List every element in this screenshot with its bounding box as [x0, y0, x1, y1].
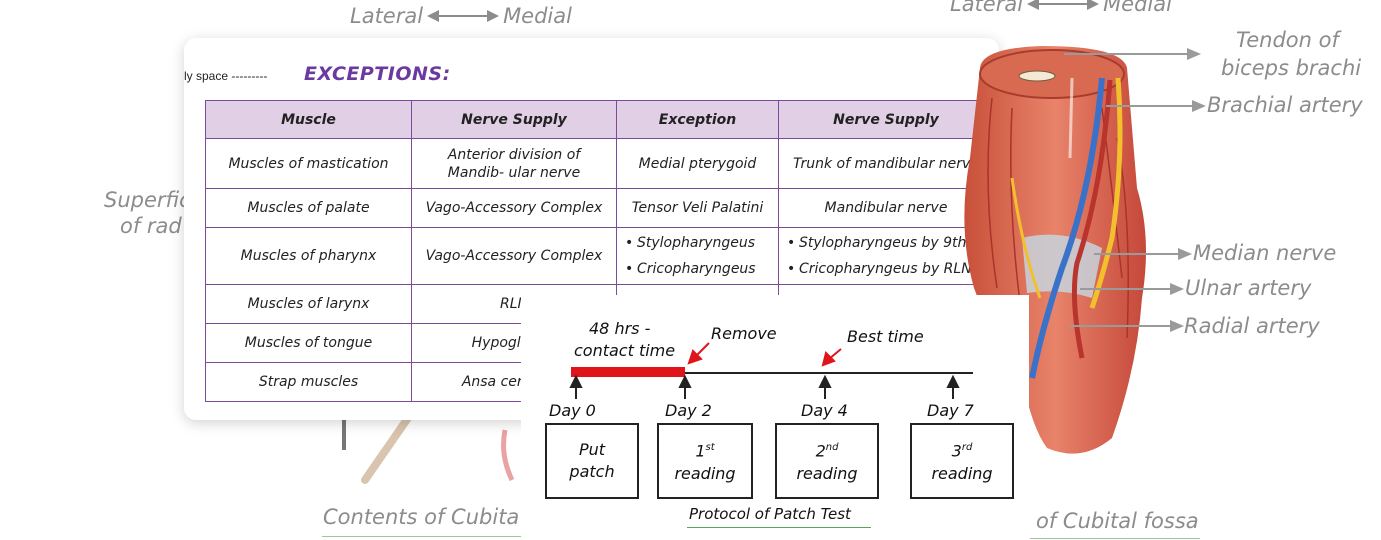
ordinal-suffix: rd — [961, 442, 973, 454]
nerve-cell: Anterior division of Mandib- ular nerve — [411, 138, 617, 189]
nerve-cell: Vago-Accessory Complex — [411, 227, 617, 285]
arrow-up-icon — [946, 374, 960, 399]
side-label-line1: Superfic — [104, 188, 191, 212]
put-patch-box: Put patch — [545, 423, 639, 499]
patch-test-card: 48 hrs - contact time Remove Best time D… — [521, 295, 1029, 540]
box-line2: reading — [796, 463, 858, 483]
medial-label: Medial — [1103, 0, 1172, 16]
second-reading-box: 2nd reading — [775, 423, 879, 499]
arrow-up-icon — [569, 374, 583, 399]
header-exception-nerve: Nerve Supply — [778, 100, 994, 139]
day-4-label: Day 4 — [801, 401, 848, 420]
exception-nerve-list: Stylopharyngeus by 9th Cricopharyngeus b… — [785, 230, 987, 282]
list-item: Stylopharyngeus — [623, 230, 772, 256]
lateral-label: Lateral — [950, 0, 1024, 16]
contact-time-line1: 48 hrs - — [589, 319, 651, 338]
tendon-label-line1: Tendon of — [1236, 28, 1339, 52]
orientation-label-right: Lateral Medial — [950, 0, 1172, 16]
lateral-label: Lateral — [350, 4, 424, 28]
tendon-label-line2: biceps brachi — [1221, 56, 1362, 80]
background-caption-left: Contents of Cubita — [323, 505, 520, 529]
header-nerve-supply: Nerve Supply — [411, 100, 617, 139]
double-arrow-icon — [427, 10, 500, 22]
exception-nerve-cell: Stylopharyngeus by 9th Cricopharyngeus b… — [778, 227, 994, 285]
table-header-row: Muscle Nerve Supply Exception Nerve Supp… — [205, 100, 994, 139]
orientation-label-left: Lateral Medial — [350, 4, 572, 28]
ordinal-suffix: nd — [825, 442, 839, 454]
muscle-cell: Muscles of tongue — [205, 323, 412, 363]
ordinal-number: 3 — [951, 441, 962, 461]
exception-nerve-cell: Mandibular nerve — [778, 188, 994, 228]
ordinal-number: 1 — [695, 441, 706, 461]
median-pointer — [1094, 253, 1180, 255]
table-row: Muscles of palate Vago-Accessory Complex… — [205, 188, 994, 228]
third-reading-box: 3rd reading — [910, 423, 1014, 499]
exception-cell: Tensor Veli Palatini — [616, 188, 779, 228]
muscle-cell: Strap muscles — [205, 362, 412, 402]
muscle-cell: Muscles of pharynx — [205, 227, 412, 285]
arrow-right-icon — [1187, 48, 1201, 60]
ulnar-pointer — [1080, 288, 1172, 290]
brachial-pointer — [1106, 105, 1194, 107]
day-7-label: Day 7 — [927, 401, 974, 420]
background-sketch — [342, 410, 515, 484]
tendon-pointer — [1064, 53, 1189, 55]
ordinal-number: 2 — [815, 441, 826, 461]
day-0-label: Day 0 — [549, 401, 596, 420]
box-line2: patch — [569, 462, 615, 481]
patch-timeline — [569, 342, 973, 399]
brachial-artery-label: Brachial artery — [1207, 93, 1363, 117]
remove-arrow-icon — [687, 342, 710, 365]
arrow-right-icon — [1192, 100, 1206, 112]
muscle-cell: Muscles of larynx — [205, 284, 412, 324]
arrow-right-icon — [1170, 320, 1184, 332]
radial-pointer — [1070, 325, 1172, 327]
arrow-up-icon — [818, 374, 832, 399]
exception-cell: Stylopharyngeus Cricopharyngeus — [616, 227, 779, 285]
caption-underline-left — [322, 536, 522, 537]
best-time-label: Best time — [847, 327, 924, 346]
double-arrow-icon — [1027, 0, 1100, 10]
list-item: Cricopharyngeus — [623, 256, 772, 282]
box-line1: Put — [578, 440, 606, 459]
contact-time-line2: contact time — [574, 341, 676, 360]
median-nerve-label: Median nerve — [1193, 241, 1337, 265]
patch-test-caption: Protocol of Patch Test — [689, 505, 851, 523]
list-item: Cricopharyngeus by RLN — [785, 256, 987, 282]
medial-label: Medial — [503, 4, 572, 28]
exception-nerve-cell: Trunk of mandibular nerve — [778, 138, 994, 189]
remove-label: Remove — [711, 324, 777, 343]
box-ordinal: 2nd — [816, 437, 839, 462]
table-row: Muscles of mastication Anterior division… — [205, 138, 994, 189]
contact-time-bar — [571, 367, 685, 377]
patch-caption-underline — [687, 527, 871, 528]
radial-artery-label: Radial artery — [1184, 314, 1320, 338]
muscle-cell: Muscles of mastication — [205, 138, 412, 189]
exception-list: Stylopharyngeus Cricopharyngeus — [623, 230, 772, 282]
exceptions-title: EXCEPTIONS: — [304, 63, 451, 85]
nerve-cell: Vago-Accessory Complex — [411, 188, 617, 228]
box-ordinal: 1st — [695, 437, 714, 462]
header-muscle: Muscle — [205, 100, 412, 139]
table-row: Muscles of pharynx Vago-Accessory Comple… — [205, 227, 994, 285]
day-2-label: Day 2 — [665, 401, 712, 420]
exception-cell: Medial pterygoid — [616, 138, 779, 189]
box-line2: reading — [674, 463, 736, 483]
first-reading-box: 1st reading — [657, 423, 753, 499]
side-label-line2: of rad — [120, 214, 182, 238]
box-ordinal: 3rd — [952, 437, 973, 462]
best-time-arrow-icon — [821, 348, 842, 367]
arrow-right-icon — [1170, 283, 1184, 295]
ulnar-artery-label: Ulnar artery — [1185, 276, 1312, 300]
study-space-label: ly space --------- — [184, 69, 268, 83]
header-exception: Exception — [616, 100, 779, 139]
arrow-right-icon — [1178, 248, 1192, 260]
box-line2: reading — [931, 463, 993, 483]
background-caption-right: of Cubital fossa — [1036, 509, 1199, 533]
muscle-cell: Muscles of palate — [205, 188, 412, 228]
list-item: Stylopharyngeus by 9th — [785, 230, 987, 256]
ordinal-suffix: st — [705, 442, 715, 454]
arrow-up-icon — [678, 374, 692, 399]
caption-underline-right — [1030, 538, 1200, 539]
